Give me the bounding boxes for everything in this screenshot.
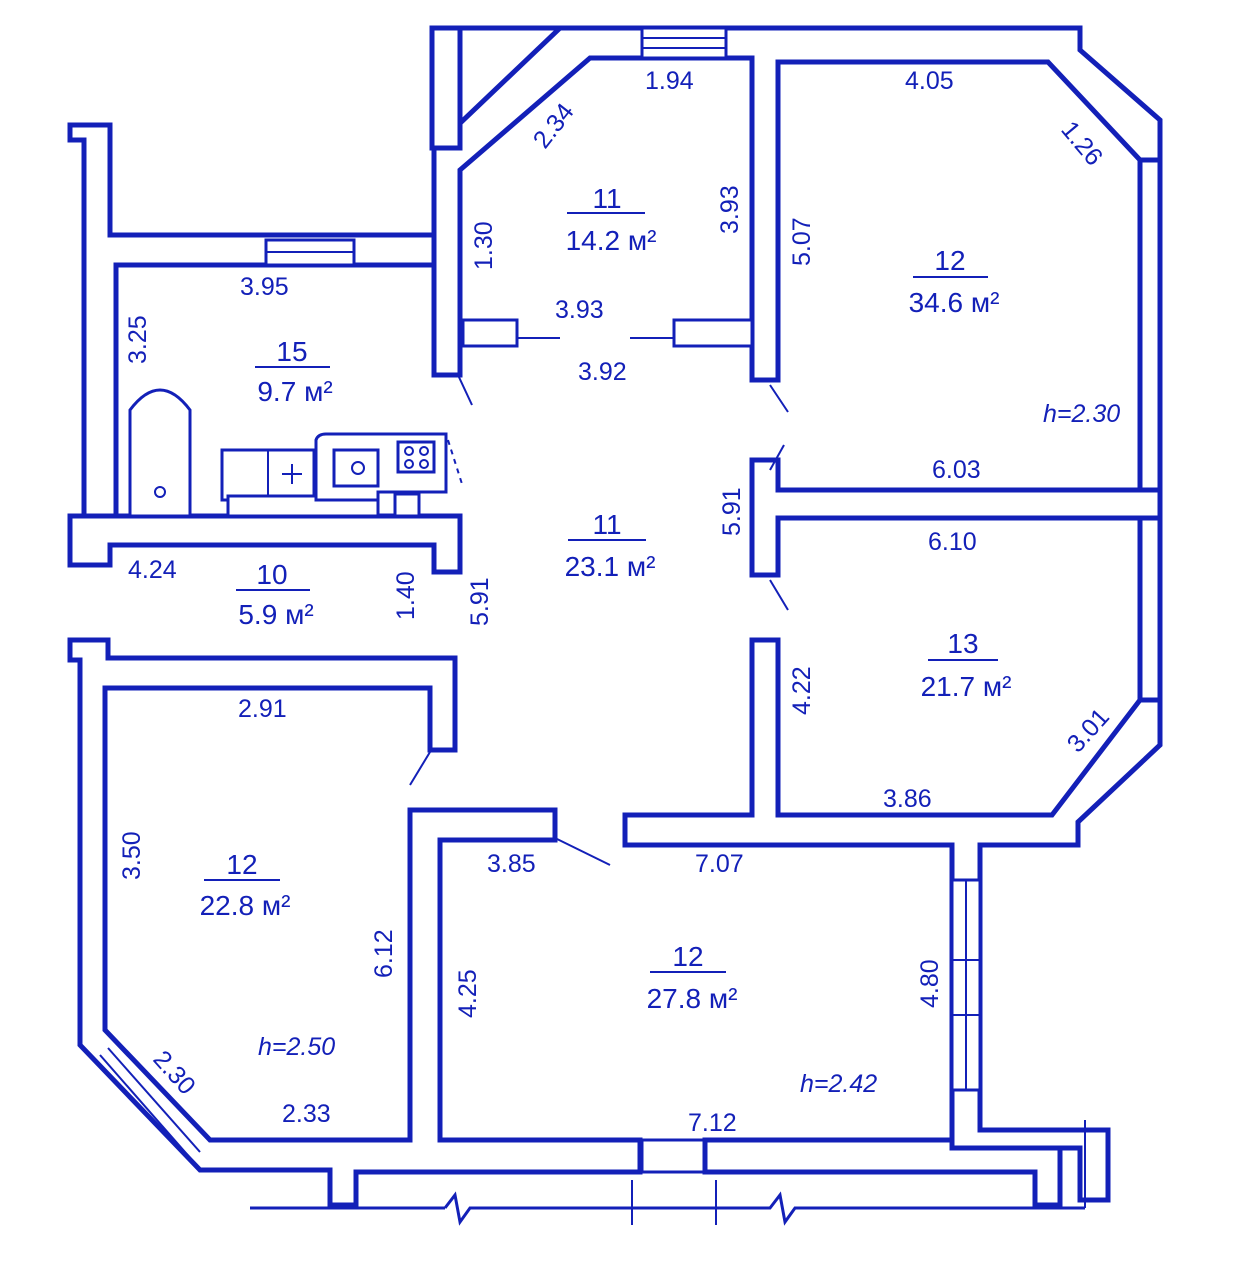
room-area: 21.7 м² bbox=[921, 671, 1012, 702]
wall-mid-partition bbox=[749, 457, 1163, 578]
dimension-label: 3.95 bbox=[240, 273, 289, 301]
room-label-12-left: 12 22.8 м² bbox=[200, 849, 291, 921]
dimension-label: 7.07 bbox=[695, 850, 744, 878]
dimension-label: 4.05 bbox=[905, 67, 954, 95]
dimension-label: 4.25 bbox=[454, 969, 482, 1018]
wall-bottom-right bbox=[702, 1137, 1063, 1208]
wall-left-bedroom bbox=[67, 637, 643, 1208]
dimension-label: 5.91 bbox=[466, 577, 494, 626]
wall-bath-bottom bbox=[67, 513, 463, 575]
room-number: 10 bbox=[256, 559, 287, 590]
dimension-label: 5.07 bbox=[788, 217, 816, 266]
dimension-label: 4.24 bbox=[128, 556, 177, 584]
dimension-label: 3.93 bbox=[555, 296, 604, 324]
dimension-label: 4.80 bbox=[916, 959, 944, 1008]
dimension-label: 2.91 bbox=[238, 695, 287, 723]
room-number: 11 bbox=[592, 509, 621, 540]
dimension-label: 3.93 bbox=[716, 185, 744, 234]
wall-top-outer bbox=[431, 25, 1163, 383]
bathtub-icon bbox=[128, 388, 192, 518]
dimension-label: 1.94 bbox=[645, 67, 694, 95]
room-label-15: 15 9.7 м² bbox=[255, 336, 333, 407]
dimension-label: 4.22 bbox=[788, 666, 816, 715]
dimension-label: 3.50 bbox=[118, 831, 146, 880]
room-label-10: 10 5.9 м² bbox=[236, 559, 314, 630]
dimension-label: 3.92 bbox=[578, 358, 627, 386]
dimension-label: 5.91 bbox=[718, 487, 746, 536]
dimension-label: 7.12 bbox=[688, 1109, 737, 1137]
dimension-label: 3.25 bbox=[124, 315, 152, 364]
room-number: 13 bbox=[947, 628, 978, 659]
room-area: 14.2 м² bbox=[566, 225, 657, 256]
room-area: 5.9 м² bbox=[238, 599, 313, 630]
room-label-12-bottom: 12 27.8 м² bbox=[647, 941, 738, 1014]
room-label-13: 13 21.7 м² bbox=[921, 628, 1012, 702]
room-area: 22.8 м² bbox=[200, 890, 291, 921]
dimension-label: 6.03 bbox=[932, 456, 981, 484]
dimension-label: 3.85 bbox=[487, 850, 536, 878]
ceiling-height: h=2.42 bbox=[800, 1070, 877, 1098]
room-number: 12 bbox=[934, 245, 965, 276]
dimension-label: 1.26 bbox=[1055, 116, 1108, 171]
room-area: 27.8 м² bbox=[647, 983, 738, 1014]
wall-bath-top bbox=[67, 122, 437, 519]
room-number: 11 bbox=[592, 183, 621, 214]
dimension-label: 1.40 bbox=[392, 571, 420, 620]
wall-room13 bbox=[622, 637, 1163, 1203]
room-label-11-hall: 11 23.1 м² bbox=[565, 509, 656, 582]
window-icon bbox=[99, 26, 982, 1174]
dimension-label: 1.30 bbox=[470, 221, 498, 270]
walls bbox=[67, 25, 1163, 1208]
dimension-label: 2.33 bbox=[282, 1100, 331, 1128]
wall-top-left bbox=[429, 25, 463, 151]
ceiling-heights: h=2.30 h=2.50 h=2.42 bbox=[258, 400, 1120, 1098]
wall-right-outer bbox=[1137, 157, 1163, 703]
room-area: 9.7 м² bbox=[257, 376, 332, 407]
dimension-label: 3.86 bbox=[883, 785, 932, 813]
stove-icon bbox=[396, 439, 463, 485]
ceiling-height: h=2.30 bbox=[1043, 400, 1120, 428]
room-number: 12 bbox=[226, 849, 257, 880]
ceiling-height: h=2.50 bbox=[258, 1033, 335, 1061]
ground-lines bbox=[250, 1120, 1086, 1226]
room-number: 12 bbox=[672, 941, 703, 972]
room-label-11-top: 11 14.2 м² bbox=[566, 183, 657, 256]
dimension-label: 6.10 bbox=[928, 528, 977, 556]
dimension-label: 6.12 bbox=[370, 929, 398, 978]
room-area: 34.6 м² bbox=[909, 287, 1000, 318]
room-number: 15 bbox=[276, 336, 307, 367]
room-label-12-topright: 12 34.6 м² bbox=[909, 245, 1000, 318]
room-area: 23.1 м² bbox=[565, 551, 656, 582]
door-swing-icon bbox=[409, 318, 789, 866]
